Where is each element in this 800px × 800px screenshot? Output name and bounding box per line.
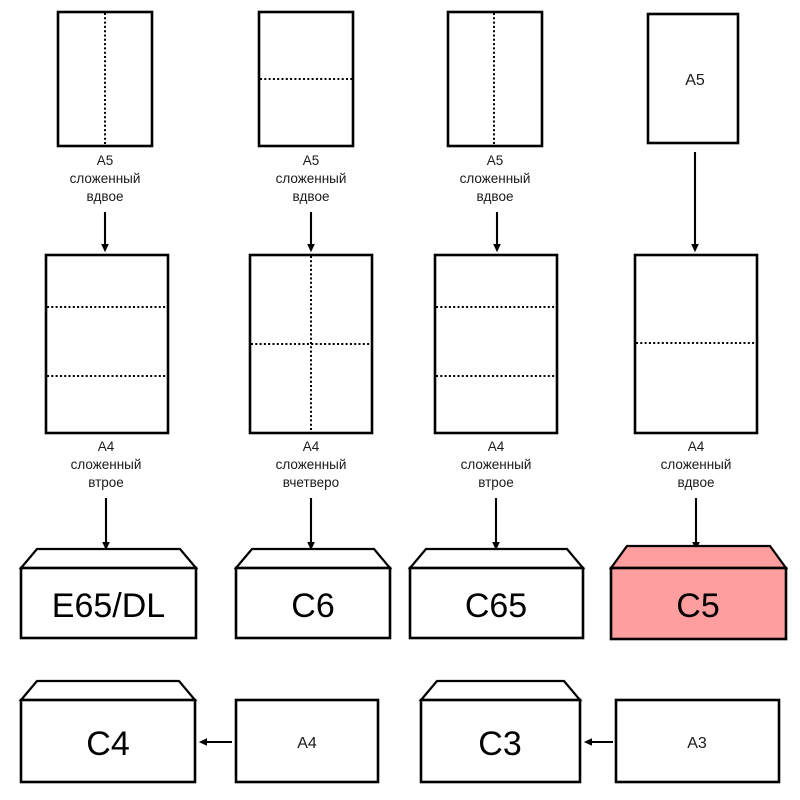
- envelope-e65dl[interactable]: E65/DL: [18, 547, 199, 640]
- envelope-c5[interactable]: C5: [608, 544, 789, 641]
- envelope-flap-shape: [418, 679, 583, 702]
- paper-shape: [433, 253, 559, 435]
- envelope-body-shape: [19, 698, 197, 784]
- envelope-flap-shape: [18, 547, 199, 570]
- envelope-flap-shape: [233, 547, 393, 570]
- col1-middle-caption-line1: А4: [98, 439, 115, 454]
- envelope-body-shape: [234, 566, 392, 640]
- col2-top-caption-line3: вдвое: [293, 189, 330, 204]
- bottom-paper-a4[interactable]: А4: [234, 698, 380, 784]
- col4-top-paper[interactable]: А5: [646, 12, 740, 145]
- envelope-label: C65: [465, 587, 527, 625]
- col4-top-paper-label: А5: [685, 72, 705, 89]
- column-2-group: А5 сложенный вдвое А4 сложенный вчетверо…: [233, 10, 393, 640]
- envelope-body-shape: [408, 566, 585, 640]
- paper-shape: [646, 12, 740, 145]
- bottom-row-c4-group: C4 А4: [18, 679, 380, 784]
- bottom-paper-a3[interactable]: А3: [614, 698, 781, 784]
- col2-top-caption-line1: А5: [303, 153, 320, 168]
- col2-middle-paper[interactable]: [248, 253, 374, 435]
- col4-middle-paper[interactable]: [633, 253, 759, 435]
- column-1-group: А5 сложенный вдвое А4 сложенный втрое E6…: [18, 10, 199, 640]
- envelope-flap-shape: [608, 544, 789, 570]
- column-3-group: А5 сложенный вдвое А4 сложенный втрое C6…: [407, 10, 586, 640]
- col1-top-caption-line2: сложенный: [70, 171, 141, 186]
- column-4-group: А5 А4 сложенный вдвое C5: [608, 12, 789, 641]
- col1-top-paper[interactable]: [56, 10, 154, 148]
- bottom-paper-a4-label: А4: [297, 735, 317, 752]
- col3-middle-caption-line3: втрое: [478, 475, 514, 490]
- envelope-body-shape: [19, 566, 198, 640]
- paper-shape: [44, 253, 170, 435]
- col2-top-caption-line2: сложенный: [276, 171, 347, 186]
- col3-middle-paper[interactable]: [433, 253, 559, 435]
- envelope-body-shape: [419, 698, 582, 784]
- col3-top-caption-line3: вдвое: [477, 189, 514, 204]
- col4-middle-caption-line3: вдвое: [678, 475, 715, 490]
- envelope-flap-shape: [407, 547, 586, 570]
- col2-middle-caption-line2: сложенный: [276, 457, 347, 472]
- paper-shape: [234, 698, 380, 784]
- bottom-row-c3-group: C3 А3: [418, 679, 781, 784]
- envelope-flap-shape: [18, 679, 198, 702]
- col3-middle-caption-line1: А4: [488, 439, 505, 454]
- envelope-body-shape: [609, 566, 788, 641]
- envelope-c4[interactable]: C4: [18, 679, 198, 784]
- col3-top-caption-line1: А5: [487, 153, 504, 168]
- col3-top-caption-line2: сложенный: [460, 171, 531, 186]
- col3-middle-caption-line2: сложенный: [461, 457, 532, 472]
- col2-middle-caption-line1: А4: [303, 439, 320, 454]
- col2-top-paper[interactable]: [257, 10, 355, 148]
- col1-middle-paper[interactable]: [44, 253, 170, 435]
- col4-middle-caption-line1: А4: [688, 439, 705, 454]
- col1-top-caption-line3: вдвое: [87, 189, 124, 204]
- envelope-label: E65/DL: [52, 587, 165, 625]
- col2-middle-caption-line3: вчетверо: [283, 475, 339, 490]
- envelope-label: C6: [291, 587, 334, 625]
- envelope-c65[interactable]: C65: [407, 547, 586, 640]
- envelope-label: C4: [86, 725, 129, 763]
- col3-top-paper[interactable]: [446, 10, 544, 148]
- envelope-c6[interactable]: C6: [233, 547, 393, 640]
- paper-shape: [614, 698, 781, 784]
- col1-middle-caption-line2: сложенный: [71, 457, 142, 472]
- bottom-paper-a3-label: А3: [687, 735, 707, 752]
- col1-top-caption-line1: А5: [97, 153, 114, 168]
- col1-middle-caption-line3: втрое: [88, 475, 124, 490]
- envelope-label: C5: [676, 587, 719, 625]
- col4-middle-caption-line2: сложенный: [661, 457, 732, 472]
- envelope-c3[interactable]: C3: [418, 679, 583, 784]
- envelope-label: C3: [478, 725, 521, 763]
